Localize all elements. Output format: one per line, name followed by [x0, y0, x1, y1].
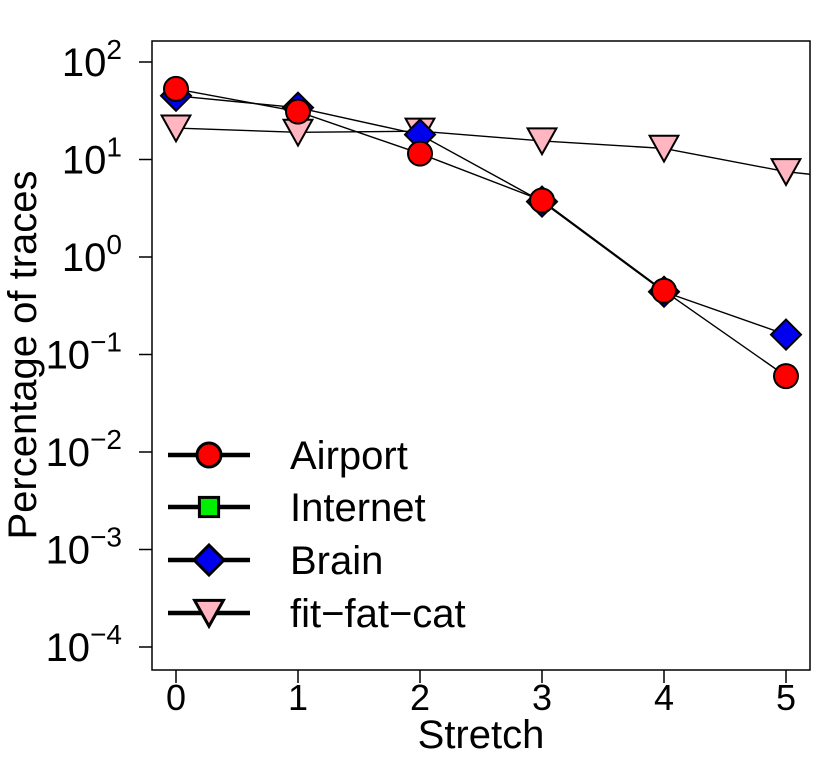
y-tick-label: 101 — [62, 132, 122, 183]
data-point — [769, 158, 803, 187]
y-tick-exponent: −2 — [90, 424, 122, 455]
data-point — [529, 187, 555, 214]
y-tick-base: 10 — [62, 41, 107, 85]
data-point — [159, 114, 193, 144]
y-tick-base: 10 — [62, 139, 107, 183]
legend-marker — [191, 542, 227, 578]
series-line-2 — [175, 95, 787, 336]
legend-item: Airport — [168, 434, 408, 478]
x-tick-label: 2 — [410, 677, 430, 718]
y-tick-base: 10 — [46, 626, 91, 670]
legend-label: fit−fat−cat — [290, 592, 466, 636]
data-point — [285, 98, 311, 125]
y-tick-base: 10 — [62, 236, 107, 280]
series-line-3 — [175, 127, 810, 175]
data-point — [647, 134, 681, 164]
legend-marker — [192, 598, 226, 630]
x-tick-label: 4 — [654, 677, 674, 718]
data-point — [773, 363, 799, 390]
data-point — [651, 277, 677, 304]
y-tick-base: 10 — [46, 529, 91, 573]
x-tick-label: 1 — [288, 677, 308, 718]
y-axis-label: Percentage of traces — [1, 170, 45, 539]
y-tick-base: 10 — [46, 334, 91, 378]
legend-marker — [197, 495, 221, 519]
data-point — [769, 318, 803, 352]
legend-marker — [195, 441, 223, 469]
y-tick-label: 10−4 — [46, 619, 122, 670]
y-tick-exponent: 2 — [106, 34, 122, 65]
x-axis: 0 1 2 3 4 5 — [166, 670, 796, 718]
x-tick-label: 3 — [532, 677, 552, 718]
x-tick-label: 0 — [166, 677, 186, 718]
data-point — [163, 75, 189, 102]
y-tick-label: 100 — [62, 229, 122, 280]
y-tick-label: 10−3 — [46, 522, 122, 573]
plot-area — [159, 75, 810, 390]
data-point — [525, 127, 559, 157]
legend-label: Internet — [290, 486, 426, 530]
y-tick-exponent: −3 — [90, 522, 122, 553]
legend-item: fit−fat−cat — [168, 592, 466, 636]
legend-label: Airport — [290, 434, 408, 478]
series-markers — [159, 75, 803, 390]
x-axis-label: Stretch — [418, 713, 545, 757]
legend-label: Brain — [290, 539, 383, 583]
series-line-0 — [175, 88, 787, 377]
y-tick-exponent: 1 — [106, 132, 122, 163]
y-tick-base: 10 — [46, 431, 91, 475]
legend-item: Brain — [168, 539, 383, 583]
y-tick-label: 10−2 — [46, 424, 122, 475]
y-tick-label: 102 — [62, 34, 122, 85]
y-tick-exponent: −1 — [90, 327, 122, 358]
plot-frame — [151, 40, 811, 671]
y-tick-label: 10−1 — [46, 327, 122, 378]
series-lines — [175, 88, 810, 377]
legend-item: Internet — [168, 486, 426, 530]
x-tick-label: 5 — [776, 677, 796, 718]
data-point — [407, 140, 433, 167]
y-tick-exponent: 0 — [106, 229, 122, 260]
y-tick-exponent: −4 — [90, 619, 122, 650]
